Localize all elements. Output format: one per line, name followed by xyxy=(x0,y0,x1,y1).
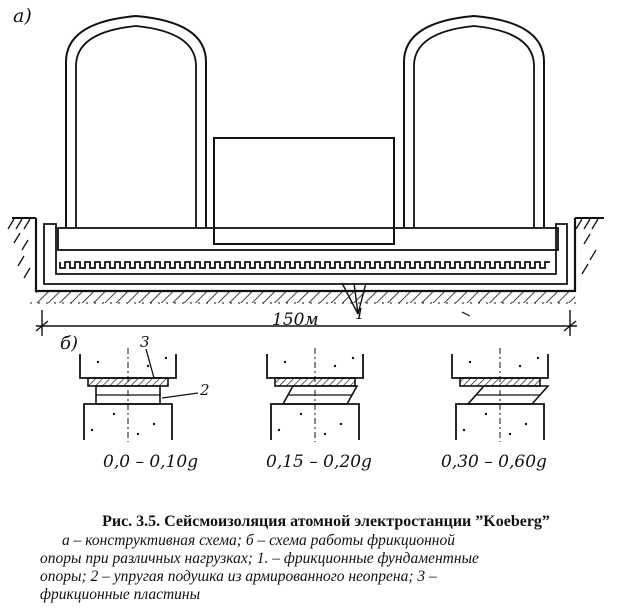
callout-3-label: 3 xyxy=(140,333,150,351)
ground-hatching xyxy=(7,218,599,279)
panel-a-label: а) xyxy=(13,5,32,27)
upper-slab xyxy=(57,227,559,251)
reactor-building-right-inner xyxy=(413,25,535,228)
figure-caption: Рис. 3.5. Сейсмоизоляция атомной электро… xyxy=(40,512,612,604)
caption-line-1: а – конструктивная схема; б – схема рабо… xyxy=(62,532,455,549)
bearing-state-3 xyxy=(451,348,550,442)
load-case-1: 0,0 – 0,10g xyxy=(103,452,199,472)
dimension-label: 150м xyxy=(272,310,319,330)
figure-drawing xyxy=(7,14,604,442)
callout-1-leader xyxy=(341,282,367,315)
callout-2-label: 2 xyxy=(200,381,210,399)
foundation-pit xyxy=(34,218,577,293)
caption-line-2: опоры при различных нагрузках; 1. – фрик… xyxy=(40,550,479,567)
bearing-state-1 xyxy=(79,348,177,442)
callout-3-leader xyxy=(145,348,155,379)
reactor-building-left xyxy=(65,14,207,228)
callout-1-label: 1 xyxy=(355,305,365,323)
hatched-base xyxy=(36,291,575,303)
load-case-3: 0,30 – 0,60g xyxy=(441,452,547,472)
friction-bearing-teeth xyxy=(59,261,550,269)
caption-line-4: фрикционные пластины xyxy=(40,586,201,603)
auxiliary-building xyxy=(213,137,395,245)
caption-body: а – конструктивная схема; б – схема рабо… xyxy=(40,532,612,604)
reactor-building-right xyxy=(403,14,545,228)
load-case-2: 0,15 – 0,20g xyxy=(266,452,372,472)
seismic-isolation-figure: а) б) 150м 1 3 2 0,0 – 0,10g 0,15 – 0,20… xyxy=(7,5,604,472)
caption-line-3: опоры; 2 – упругая подушка из армированн… xyxy=(40,568,437,585)
base-slab xyxy=(43,223,568,285)
friction-bearings-row xyxy=(59,261,550,269)
callout-2-leader xyxy=(161,392,199,399)
friction-bearing-states xyxy=(79,348,550,442)
bearing-state-2 xyxy=(266,348,364,442)
panel-b-label: б) xyxy=(60,333,79,354)
reactor-building-left-inner xyxy=(75,25,197,228)
caption-title: Рис. 3.5. Сейсмоизоляция атомной электро… xyxy=(102,513,550,530)
dimension-line xyxy=(35,310,577,336)
